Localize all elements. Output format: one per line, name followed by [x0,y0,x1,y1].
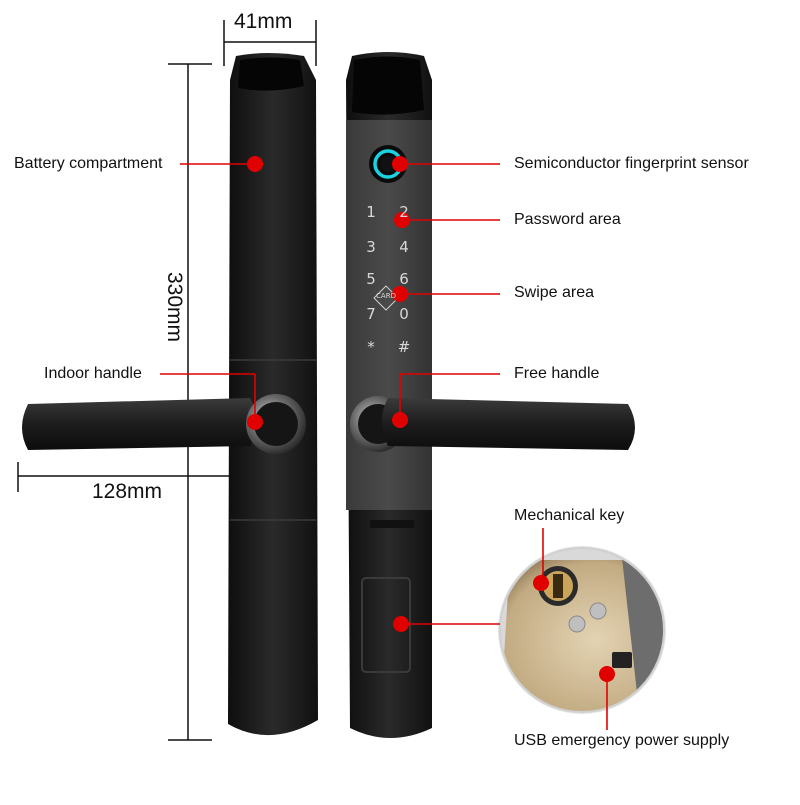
key-3: 3 [366,238,376,256]
label-indoor-handle: Indoor handle [44,365,142,382]
detail-inset [498,546,666,714]
marker-emergency-panel [393,616,409,632]
key-2: 2 [399,203,409,221]
label-password-area: Password area [514,211,621,228]
key-hash: # [397,338,411,356]
callout-markers [247,156,615,682]
dim-handle-label: 128mm [92,480,163,503]
outdoor-lock-body [346,52,432,738]
marker-usb [599,666,615,682]
marker-free-handle [392,412,408,428]
key-4: 4 [399,238,409,256]
dim-height-label: 330mm [163,272,186,343]
key-5: 5 [366,270,376,288]
key-6: 6 [399,270,409,288]
leader-lines [160,163,608,730]
marker-mech-key [533,575,549,591]
marker-password [394,212,410,228]
free-handle [350,396,635,452]
label-free-handle: Free handle [514,365,600,382]
dim-width-label: 41mm [234,10,293,33]
key-card: CARD [376,292,396,300]
marker-swipe [392,286,408,302]
marker-battery [247,156,263,172]
indoor-handle [22,394,306,454]
key-1: 1 [366,203,376,221]
label-fingerprint-sensor: Semiconductor fingerprint sensor [514,155,749,172]
label-mechanical-key: Mechanical key [514,507,625,524]
key-7: 7 [366,305,376,323]
marker-indoor-handle [247,414,263,430]
label-usb-emergency-power: USB emergency power supply [514,732,730,749]
marker-fingerprint [392,156,408,172]
key-0: 0 [399,305,409,323]
indoor-lock-body [228,53,318,736]
label-swipe-area: Swipe area [514,284,595,301]
label-battery-compartment: Battery compartment [14,155,163,172]
key-star: * [367,338,375,356]
